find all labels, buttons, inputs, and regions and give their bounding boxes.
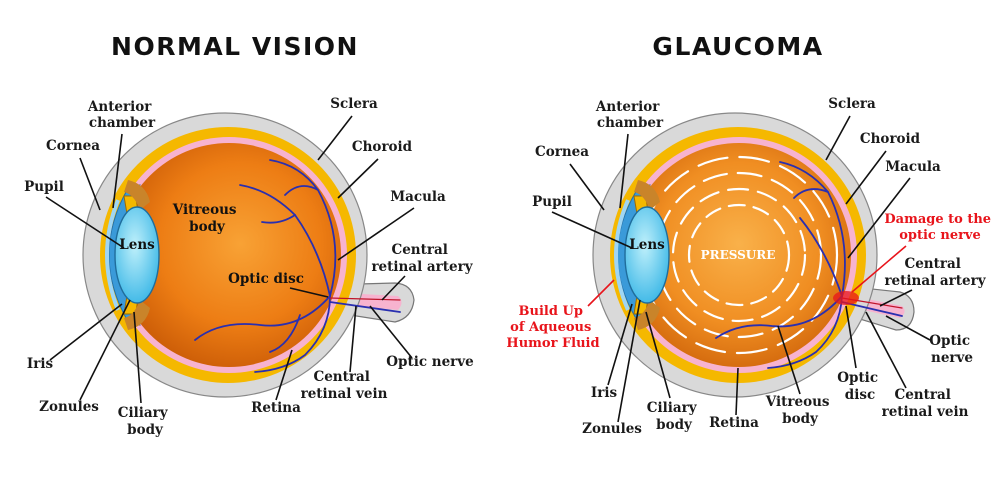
label-vitreous-body: Vitreous body <box>172 202 241 235</box>
label-central-retinal-vein: Central retinal vein <box>301 369 388 402</box>
label-lens: Lens <box>119 237 155 253</box>
vitreous-body <box>117 143 341 367</box>
label-anterior-chamber: Anterior chamber <box>87 99 156 131</box>
normal-eye <box>82 112 415 398</box>
label-optic-disc-g: Optic disc <box>837 370 883 403</box>
label-ciliary-body: Ciliary body <box>118 405 173 438</box>
label-zonules-g: Zonules <box>582 421 642 437</box>
label-central-retinal-artery-g: Central retinal artery <box>884 256 986 289</box>
label-optic-disc: Optic disc <box>228 271 304 287</box>
label-pupil: Pupil <box>24 179 64 195</box>
anterior-chamber <box>105 199 120 311</box>
label-lens-g: Lens <box>629 237 665 253</box>
label-ciliary-body-g: Ciliary body <box>647 400 702 433</box>
label-aqueous-buildup: Build Up of Aqueous Humor Fluid <box>506 304 599 351</box>
label-macula: Macula <box>390 189 446 205</box>
label-macula-g: Macula <box>885 159 941 175</box>
normal-title: NORMAL VISION <box>111 32 359 61</box>
ciliary-lower <box>124 300 150 330</box>
label-choroid-g: Choroid <box>860 131 921 147</box>
label-central-retinal-artery: Central retinal artery <box>371 242 473 275</box>
normal-labels: Anterior chamber Cornea Pupil Lens Vitre… <box>24 96 474 438</box>
label-optic-nerve-g: Optic nerve <box>929 333 975 366</box>
label-damage: Damage to the optic nerve <box>884 212 995 243</box>
glaucoma-eye <box>592 112 915 398</box>
label-central-retinal-vein-g: Central retinal vein <box>882 387 969 420</box>
label-anterior-chamber-g: Anterior chamber <box>595 99 664 131</box>
ciliary-upper <box>124 180 150 210</box>
label-sclera-g: Sclera <box>828 96 876 112</box>
lens-g <box>624 206 670 304</box>
label-sclera: Sclera <box>330 96 378 112</box>
label-choroid: Choroid <box>352 139 413 155</box>
label-zonules: Zonules <box>39 399 99 415</box>
anterior-chamber-g <box>614 199 630 311</box>
label-iris-g: Iris <box>591 385 618 401</box>
label-retina: Retina <box>251 400 301 416</box>
label-pupil-g: Pupil <box>532 194 572 210</box>
label-vitreous-body-g: Vitreous body <box>765 394 834 427</box>
label-optic-nerve: Optic nerve <box>386 354 473 370</box>
vitreous-body-g <box>627 143 851 367</box>
label-retina-g: Retina <box>709 415 759 431</box>
label-iris: Iris <box>27 356 54 372</box>
label-pressure: PRESSURE <box>701 248 776 262</box>
glaucoma-title: GLAUCOMA <box>652 32 823 61</box>
lens <box>114 206 160 304</box>
glaucoma-labels: Anterior chamber Cornea Pupil Lens PRESS… <box>506 96 995 437</box>
ciliary-upper-g <box>634 180 660 210</box>
label-cornea: Cornea <box>46 138 100 154</box>
label-cornea-g: Cornea <box>535 144 589 160</box>
optic-nerve-damage <box>833 291 859 305</box>
